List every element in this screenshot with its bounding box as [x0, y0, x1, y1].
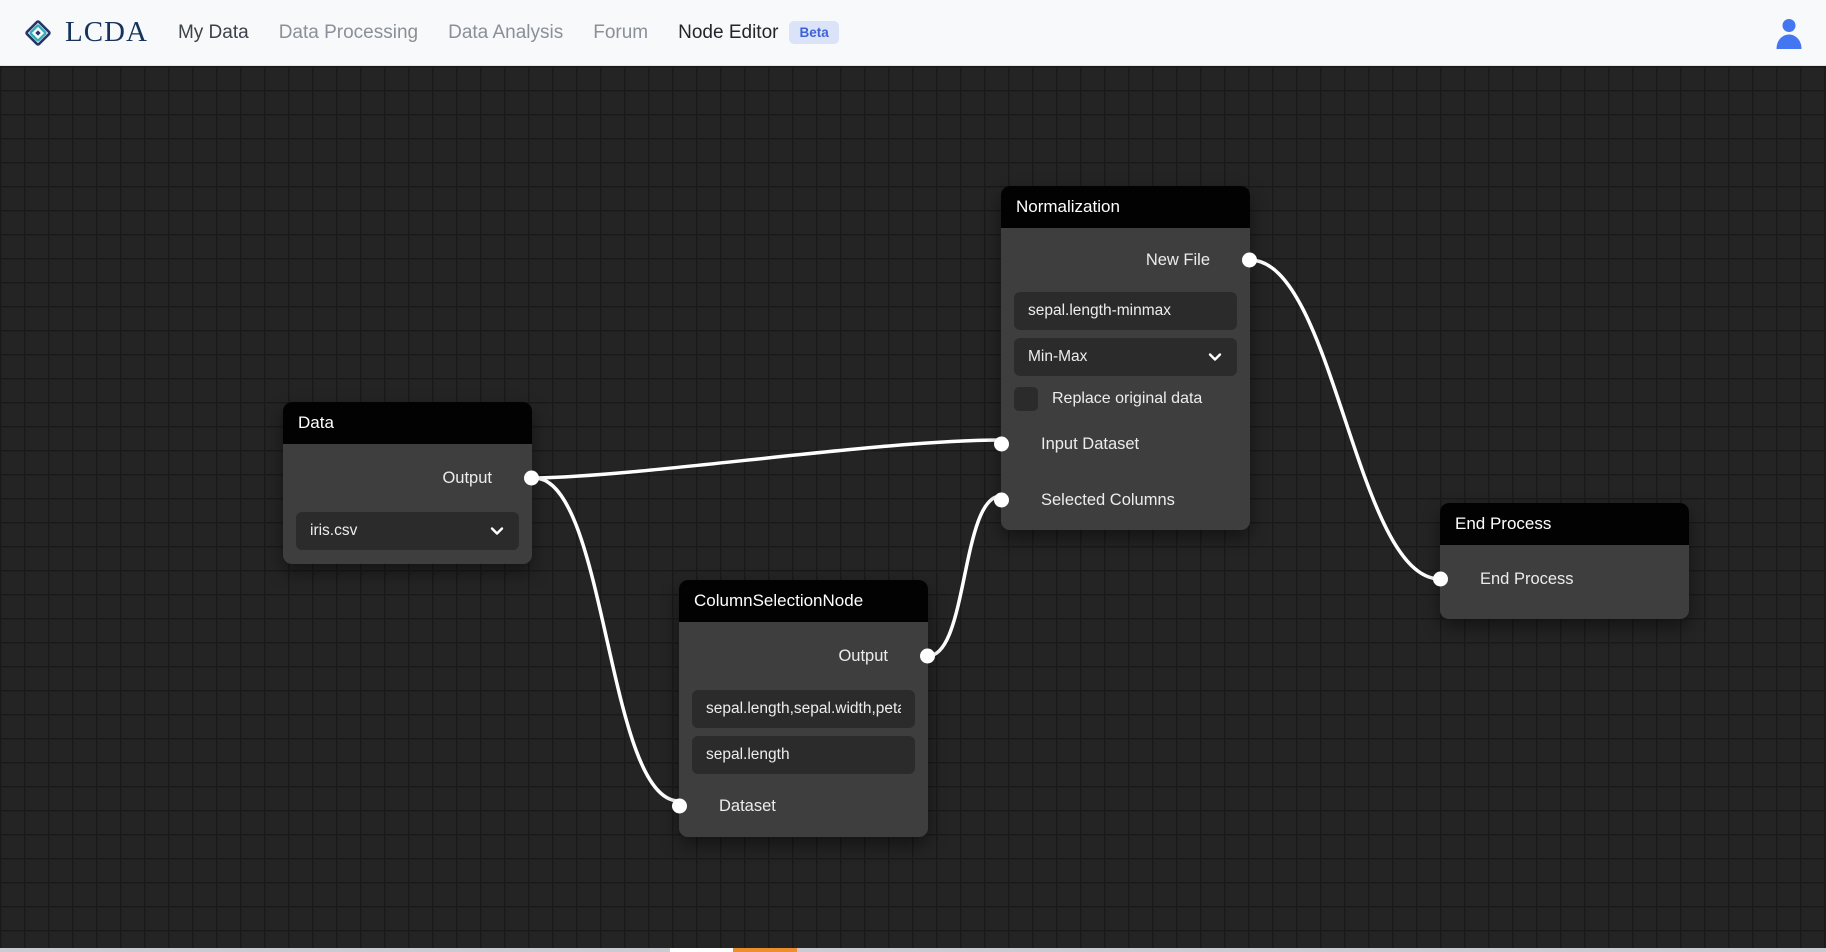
user-avatar-icon[interactable]: [1774, 17, 1804, 49]
port-label-output: Output: [838, 646, 888, 665]
wire-normalization-to-endprocess: [1248, 258, 1442, 581]
wire-data-to-normalization: [533, 438, 1003, 480]
nav-item-my-data[interactable]: My Data: [177, 21, 249, 43]
brand-logo[interactable]: LCDA: [0, 15, 148, 51]
horizontal-scrollbar-thumb[interactable]: [670, 948, 733, 952]
top-navigation-bar: LCDA My Data Data Processing Data Analys…: [0, 0, 1826, 66]
wire-data-to-columnselection: [533, 476, 681, 803]
node-normalization-header[interactable]: Normalization: [1001, 186, 1250, 228]
beta-badge: Beta: [789, 21, 839, 44]
port-label-dataset: Dataset: [719, 796, 776, 815]
port-row-new-file: New File: [1001, 228, 1257, 292]
port-label-end-process: End Process: [1480, 569, 1574, 588]
port-row-selected-columns: Selected Columns: [994, 472, 1250, 528]
replace-original-row: Replace original data: [1001, 386, 1250, 412]
chevron-down-icon: [1208, 353, 1222, 361]
port-row-end-process: End Process: [1433, 545, 1689, 613]
output-port[interactable]: [524, 470, 539, 486]
dataset-port[interactable]: [672, 798, 687, 814]
node-column-selection-header[interactable]: ColumnSelectionNode: [679, 580, 928, 622]
nav-item-data-processing[interactable]: Data Processing: [278, 21, 419, 43]
selected-columns-port[interactable]: [994, 492, 1009, 508]
port-row-output: Output: [679, 622, 935, 690]
port-row-dataset: Dataset: [672, 780, 928, 832]
main-menu: My Data Data Processing Data Analysis Fo…: [178, 21, 839, 44]
scrollbar-orange-marker: [733, 948, 797, 952]
filename-input[interactable]: [1014, 292, 1237, 330]
node-normalization[interactable]: Normalization New File Min-Max Replace o…: [994, 186, 1257, 530]
node-column-selection[interactable]: ColumnSelectionNode Output Dataset: [672, 580, 935, 837]
columns-input[interactable]: [692, 690, 915, 728]
wire-columnselection-to-normalization: [926, 494, 1003, 658]
nav-item-data-analysis[interactable]: Data Analysis: [448, 21, 564, 43]
port-label-new-file: New File: [1145, 250, 1210, 269]
input-dataset-port[interactable]: [994, 436, 1009, 452]
port-label-input-dataset: Input Dataset: [1041, 434, 1140, 453]
node-data-header[interactable]: Data: [283, 402, 532, 444]
end-process-port[interactable]: [1433, 571, 1448, 587]
port-row-input-dataset: Input Dataset: [994, 416, 1250, 472]
node-editor-canvas[interactable]: Data Output iris.csv Normalization New F…: [0, 66, 1826, 952]
nav-item-forum[interactable]: Forum: [593, 21, 649, 43]
new-file-output-port[interactable]: [1242, 252, 1257, 268]
brand-name: LCDA: [65, 16, 148, 48]
replace-original-checkbox[interactable]: [1014, 387, 1038, 411]
chevron-down-icon: [490, 527, 504, 535]
dataset-select-value: iris.csv: [310, 522, 358, 539]
node-end-process-header[interactable]: End Process: [1440, 503, 1689, 545]
method-select-value: Min-Max: [1028, 348, 1088, 365]
lcda-diamond-logo-icon: [25, 19, 51, 46]
horizontal-scrollbar-track[interactable]: [0, 948, 1826, 952]
method-select[interactable]: Min-Max: [1014, 338, 1237, 376]
port-label-selected-columns: Selected Columns: [1041, 490, 1175, 509]
output-port[interactable]: [920, 648, 935, 664]
port-row-output: Output: [283, 444, 539, 512]
dataset-select[interactable]: iris.csv: [296, 512, 519, 550]
nav-item-node-editor[interactable]: Node Editor: [678, 21, 779, 43]
node-end-process[interactable]: End Process End Process: [1433, 503, 1689, 619]
node-data[interactable]: Data Output iris.csv: [283, 402, 539, 564]
nav-item-node-editor-wrap: Node Editor Beta: [678, 21, 839, 44]
replace-original-label: Replace original data: [1052, 390, 1203, 407]
selected-column-input[interactable]: [692, 736, 915, 774]
port-label-output: Output: [442, 468, 492, 487]
